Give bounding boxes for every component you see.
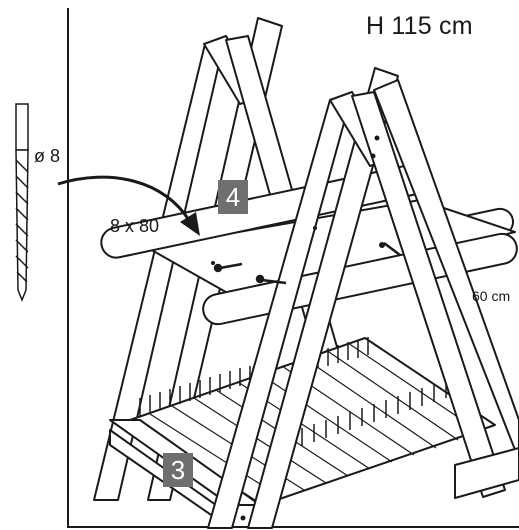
front-leg-outer-2 — [373, 79, 519, 461]
screw-icon — [213, 242, 401, 285]
front-leg-outer — [351, 91, 506, 498]
bolt-holes — [211, 135, 385, 521]
depth-label: 60 cm — [472, 288, 511, 304]
front-leg-right — [247, 67, 399, 529]
step-badge-4: 4 — [218, 180, 248, 214]
screw-size-label: 8 x 80 — [110, 216, 160, 236]
drill-diameter-label: ø 8 — [34, 146, 61, 166]
curved-arrow-icon — [57, 175, 200, 236]
height-label: H 115 cm — [366, 12, 473, 40]
drill-bit-icon — [15, 103, 29, 303]
lower-step-board-right — [454, 447, 519, 499]
step-badge-3: 3 — [163, 453, 193, 487]
